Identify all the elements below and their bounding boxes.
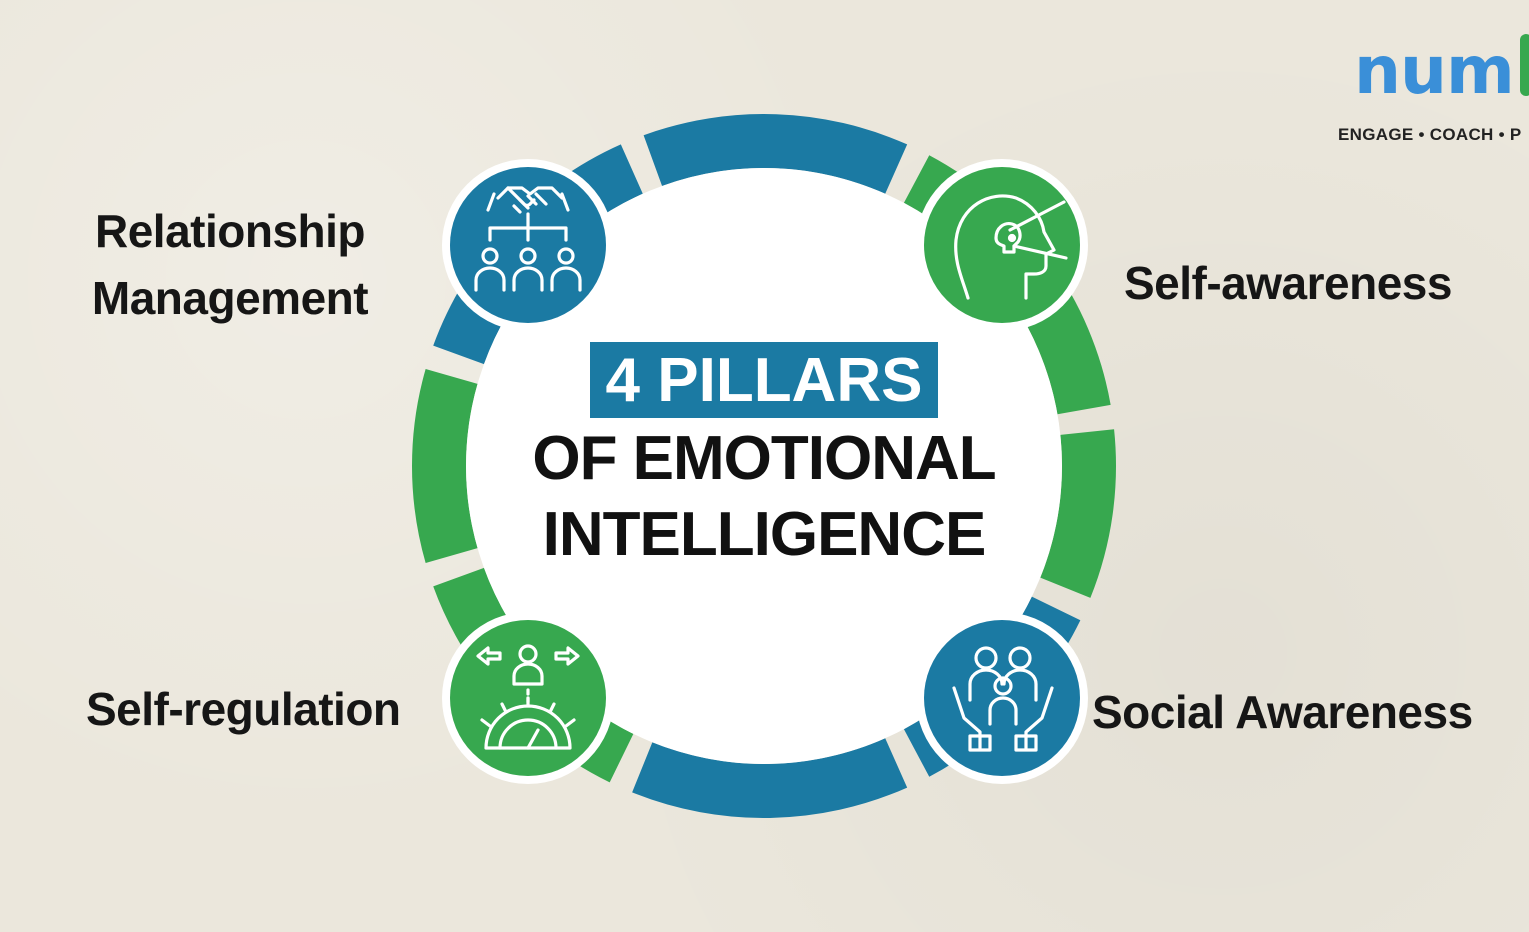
brand-tagline: ENGAGE • COACH • P [1338,125,1522,144]
ring-segment-3 [1040,429,1116,598]
center-title: 4 PILLARS OF EMOTIONAL INTELLIGENCE [508,342,1020,570]
pillar-label-social-awareness: Social Awareness [1092,686,1473,738]
pillar-label-relationship-management: Relationship Management [70,198,390,331]
node-self-awareness [916,159,1088,331]
brand-logo: num [1354,32,1515,109]
title-line-2: INTELLIGENCE [542,500,987,569]
center-disc [466,168,1062,764]
node-social-awareness [916,612,1088,784]
head-eye-icon [954,194,1068,300]
title-line-1: OF EMOTIONAL [532,424,996,493]
brand-logo-mark [1520,34,1529,96]
node-relationship-management [442,159,614,331]
pillar-label-line: Management [91,271,369,324]
pillar-label-line: Relationship [94,205,366,257]
pillar-label-self-regulation: Self-regulation [86,683,401,735]
node-self-regulation [442,612,614,784]
ring-segment-5 [632,738,908,818]
handshake-team-icon [474,186,582,292]
person-gear-arrows-icon [476,644,580,750]
pillar-label-self-awareness: Self-awareness [1124,257,1452,309]
family-hands-icon [952,646,1054,752]
title-badge: 4 PILLARS [589,342,939,418]
ring-segment-1 [643,113,908,194]
ring-segment-7 [411,368,478,564]
